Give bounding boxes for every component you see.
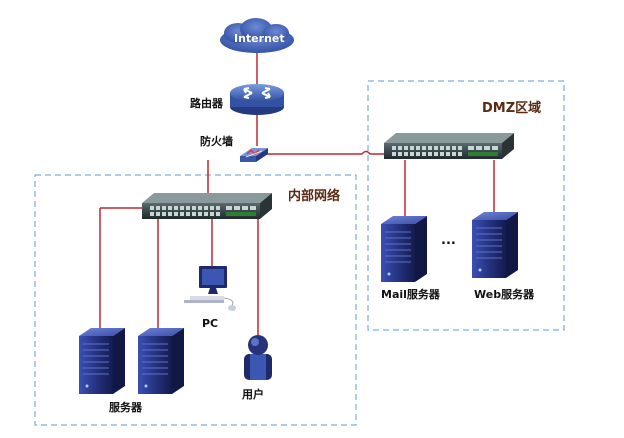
internal-switch-icon: [142, 193, 272, 219]
network-links: [99, 52, 495, 338]
pc-icon: [184, 266, 236, 311]
server-label: 服务器: [109, 401, 142, 414]
web-server-icon: [471, 211, 519, 279]
internal-zone: [34, 174, 357, 426]
router-label: 路由器: [190, 97, 223, 110]
mail-server-icon: [380, 215, 428, 283]
dmz-title: DMZ区域: [482, 101, 542, 116]
user-icon: [244, 335, 272, 380]
internet-cloud-icon: [220, 18, 294, 53]
mail-server-label: Mail服务器: [381, 288, 440, 301]
firewall-icon: [240, 148, 268, 162]
server-icon-1: [78, 327, 126, 395]
pc-label: PC: [202, 317, 219, 330]
dmz-zone: [367, 80, 565, 331]
internet-label: Internet: [234, 32, 285, 45]
internal-title: 内部网络: [288, 189, 341, 204]
user-label: 用户: [242, 388, 264, 401]
ellipsis-label: ...: [441, 233, 456, 248]
server-icon-2: [137, 327, 185, 395]
router-icon: [230, 84, 284, 115]
dmz-switch-icon: [384, 133, 514, 159]
web-server-label: Web服务器: [474, 288, 535, 301]
firewall-label: 防火墙: [200, 135, 233, 148]
